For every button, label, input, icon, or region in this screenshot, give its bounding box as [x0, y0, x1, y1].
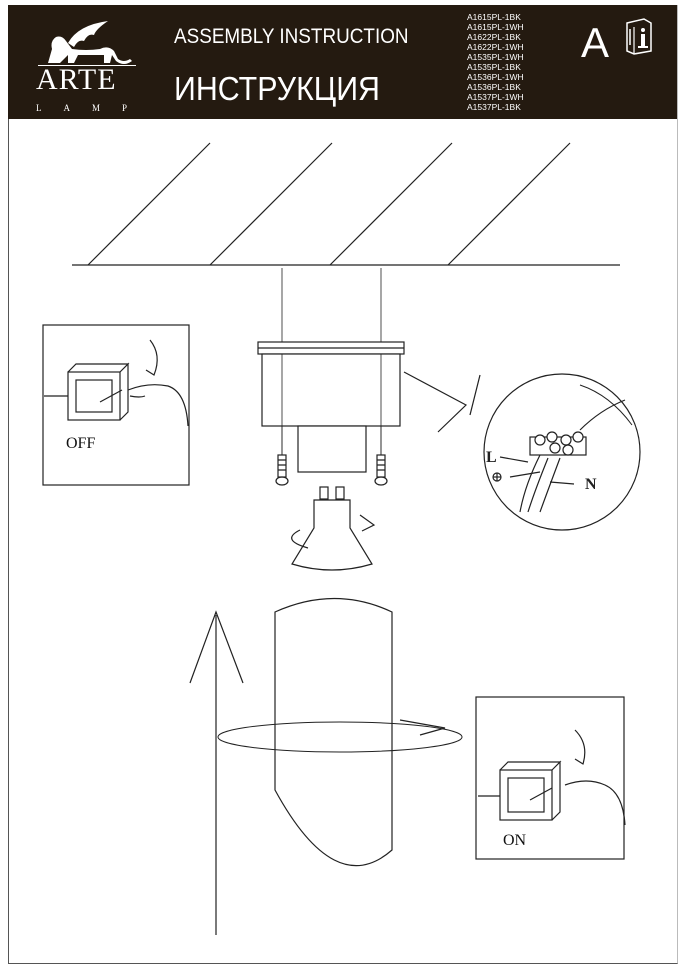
page-frame — [8, 5, 678, 964]
on-label: ON — [503, 832, 527, 849]
title-en: ASSEMBLY INSTRUCTION — [174, 25, 409, 48]
switch-on-panel — [475, 696, 626, 860]
griffin-logo-icon — [48, 21, 132, 64]
model-item: A1622PL-1WH — [467, 42, 524, 52]
model-item: A1622PL-1BK — [467, 32, 521, 42]
title-ru: ИНСТРУКЦИЯ — [174, 70, 380, 107]
brand-name: ARTE — [36, 63, 117, 96]
up-arrow-icon — [189, 610, 244, 935]
model-item: A1615PL-1WH — [467, 22, 524, 32]
callout-line — [469, 374, 481, 416]
rotate-arrow-icon — [217, 719, 463, 753]
header-banner: ARTE LAMP ASSEMBLY INSTRUCTION ИНСТРУКЦИ… — [8, 5, 677, 119]
screw-icon — [374, 454, 388, 486]
live-label: L — [486, 449, 497, 466]
off-label: OFF — [66, 435, 95, 452]
model-item: A1536PL-1WH — [467, 72, 524, 82]
mounting-plate — [257, 341, 405, 473]
brand-sub: LAMP — [36, 103, 150, 113]
model-list: A1615PL-1BK A1615PL-1WH A1622PL-1BK A162… — [467, 12, 524, 112]
lamp-shade — [274, 597, 393, 867]
language-letter: A — [581, 19, 610, 66]
model-item: A1536PL-1BK — [467, 82, 521, 92]
neutral-label: N — [585, 476, 597, 493]
wiring-detail — [483, 373, 641, 531]
model-item: A1535PL-1BK — [467, 62, 521, 72]
model-item: A1615PL-1BK — [467, 12, 521, 22]
callout-line — [403, 371, 468, 433]
model-item: A1537PL-1BK — [467, 102, 521, 112]
manual-book-icon — [626, 18, 652, 55]
logo-rule — [38, 65, 136, 66]
model-item: A1535PL-1WH — [467, 52, 524, 62]
screw-icon — [275, 454, 289, 486]
model-item: A1537PL-1WH — [467, 92, 524, 102]
switch-off-panel — [42, 324, 190, 486]
gu10-bulb-icon — [291, 486, 376, 571]
